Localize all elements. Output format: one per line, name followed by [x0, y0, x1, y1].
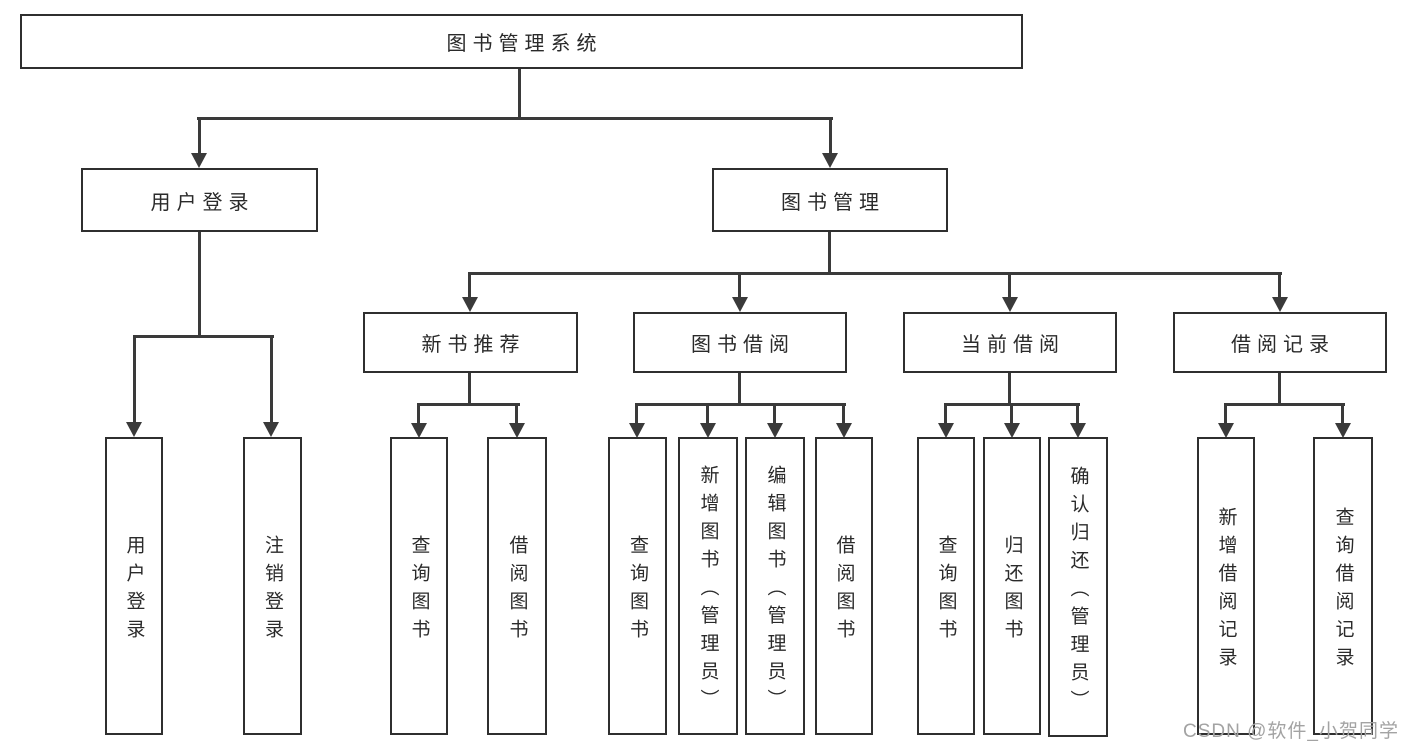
- arrowhead-down-icon: [1218, 423, 1234, 438]
- arrowhead-down-icon: [700, 423, 716, 438]
- connector-line: [198, 232, 201, 335]
- connector-line: [1010, 403, 1013, 424]
- connector-line: [635, 403, 638, 424]
- arrowhead-down-icon: [509, 423, 525, 438]
- arrowhead-down-icon: [1070, 423, 1086, 438]
- connector-line: [198, 117, 201, 154]
- connector-line: [468, 272, 471, 299]
- leaf-query-borrow-record-label: 查询借阅记录: [1332, 506, 1354, 675]
- node-new-book-recommendation: 新书推荐: [363, 312, 578, 373]
- arrowhead-down-icon: [938, 423, 954, 438]
- arrowhead-down-icon: [1004, 423, 1020, 438]
- leaf-user-login-label: 用户登录: [123, 534, 145, 647]
- node-borrowing-records-label: 借阅记录: [1231, 334, 1335, 356]
- connector-line: [738, 373, 741, 403]
- connector-line: [1224, 403, 1227, 424]
- arrowhead-down-icon: [191, 153, 207, 168]
- connector-line: [828, 232, 831, 272]
- leaf-logout: 注销登录: [243, 437, 302, 735]
- leaf-query-books-current: 查询图书: [917, 437, 975, 735]
- node-book-borrowing: 图书借阅: [633, 312, 847, 373]
- connector-line: [1008, 272, 1011, 299]
- arrowhead-down-icon: [462, 297, 478, 312]
- leaf-borrow-books-recommend-label: 借阅图书: [506, 534, 528, 647]
- node-new-book-recommendation-label: 新书推荐: [421, 334, 526, 356]
- leaf-user-login: 用户登录: [105, 437, 163, 735]
- connector-line: [417, 403, 520, 406]
- arrowhead-down-icon: [411, 423, 427, 438]
- leaf-borrow-books: 借阅图书: [815, 437, 873, 735]
- arrowhead-down-icon: [126, 422, 142, 437]
- leaf-return-books: 归还图书: [983, 437, 1041, 735]
- connector-line: [197, 117, 833, 120]
- leaf-confirm-return-admin-label: 确认归还（管理员）: [1067, 465, 1089, 718]
- arrowhead-down-icon: [732, 297, 748, 312]
- leaf-query-books-recommend: 查询图书: [390, 437, 448, 735]
- connector-line: [829, 117, 832, 154]
- leaf-return-books-label: 归还图书: [1001, 534, 1023, 647]
- node-book-management: 图书管理: [712, 168, 948, 232]
- arrowhead-down-icon: [836, 423, 852, 438]
- connector-line: [518, 69, 521, 117]
- connector-line: [1224, 403, 1345, 406]
- connector-line: [133, 335, 136, 423]
- arrowhead-down-icon: [822, 153, 838, 168]
- node-current-borrowing-label: 当前借阅: [961, 334, 1065, 356]
- leaf-edit-book-admin-label: 编辑图书（管理员）: [764, 464, 786, 717]
- connector-line: [468, 373, 471, 403]
- arrowhead-down-icon: [1335, 423, 1351, 438]
- connector-line: [842, 403, 845, 424]
- leaf-query-books-recommend-label: 查询图书: [408, 534, 430, 647]
- connector-line: [738, 272, 741, 299]
- arrowhead-down-icon: [1002, 297, 1018, 312]
- connector-line: [468, 272, 1282, 275]
- connector-line: [270, 335, 273, 423]
- arrowhead-down-icon: [263, 422, 279, 437]
- node-book-management-label: 图书管理: [781, 191, 885, 214]
- leaf-logout-label: 注销登录: [262, 534, 283, 647]
- connector-line: [635, 403, 846, 406]
- connector-line: [1341, 403, 1344, 424]
- node-library-system: 图书管理系统: [20, 14, 1023, 69]
- node-user-login-label: 用户登录: [150, 191, 255, 214]
- leaf-add-borrow-record: 新增借阅记录: [1197, 437, 1255, 735]
- connector-line: [1008, 373, 1011, 403]
- leaf-add-book-admin: 新增图书（管理员）: [678, 437, 738, 735]
- leaf-borrow-books-recommend: 借阅图书: [487, 437, 547, 735]
- watermark: CSDN @软件_小贺同学: [1183, 721, 1399, 742]
- connector-line: [133, 335, 274, 338]
- node-borrowing-records: 借阅记录: [1173, 312, 1387, 373]
- connector-line: [1278, 272, 1281, 299]
- arrowhead-down-icon: [629, 423, 645, 438]
- leaf-borrow-books-label: 借阅图书: [833, 534, 855, 647]
- connector-line: [706, 403, 709, 424]
- node-book-borrowing-label: 图书借阅: [691, 334, 795, 356]
- connector-line: [417, 403, 420, 424]
- leaf-confirm-return-admin: 确认归还（管理员）: [1048, 437, 1108, 737]
- arrowhead-down-icon: [767, 423, 783, 438]
- node-library-system-label: 图书管理系统: [446, 33, 603, 55]
- leaf-query-books-current-label: 查询图书: [935, 534, 957, 647]
- leaf-add-book-admin-label: 新增图书（管理员）: [697, 464, 719, 717]
- connector-line: [944, 403, 947, 424]
- leaf-query-borrow-record: 查询借阅记录: [1313, 437, 1373, 735]
- leaf-query-books-borrow-label: 查询图书: [627, 534, 648, 647]
- node-user-login: 用户登录: [81, 168, 318, 232]
- connector-line: [1278, 373, 1281, 403]
- arrowhead-down-icon: [1272, 297, 1288, 312]
- connector-line: [773, 403, 776, 424]
- leaf-edit-book-admin: 编辑图书（管理员）: [745, 437, 805, 735]
- connector-line: [1076, 403, 1079, 424]
- node-current-borrowing: 当前借阅: [903, 312, 1117, 373]
- leaf-add-borrow-record-label: 新增借阅记录: [1215, 506, 1237, 675]
- leaf-query-books-borrow: 查询图书: [608, 437, 667, 735]
- connector-line: [515, 403, 518, 424]
